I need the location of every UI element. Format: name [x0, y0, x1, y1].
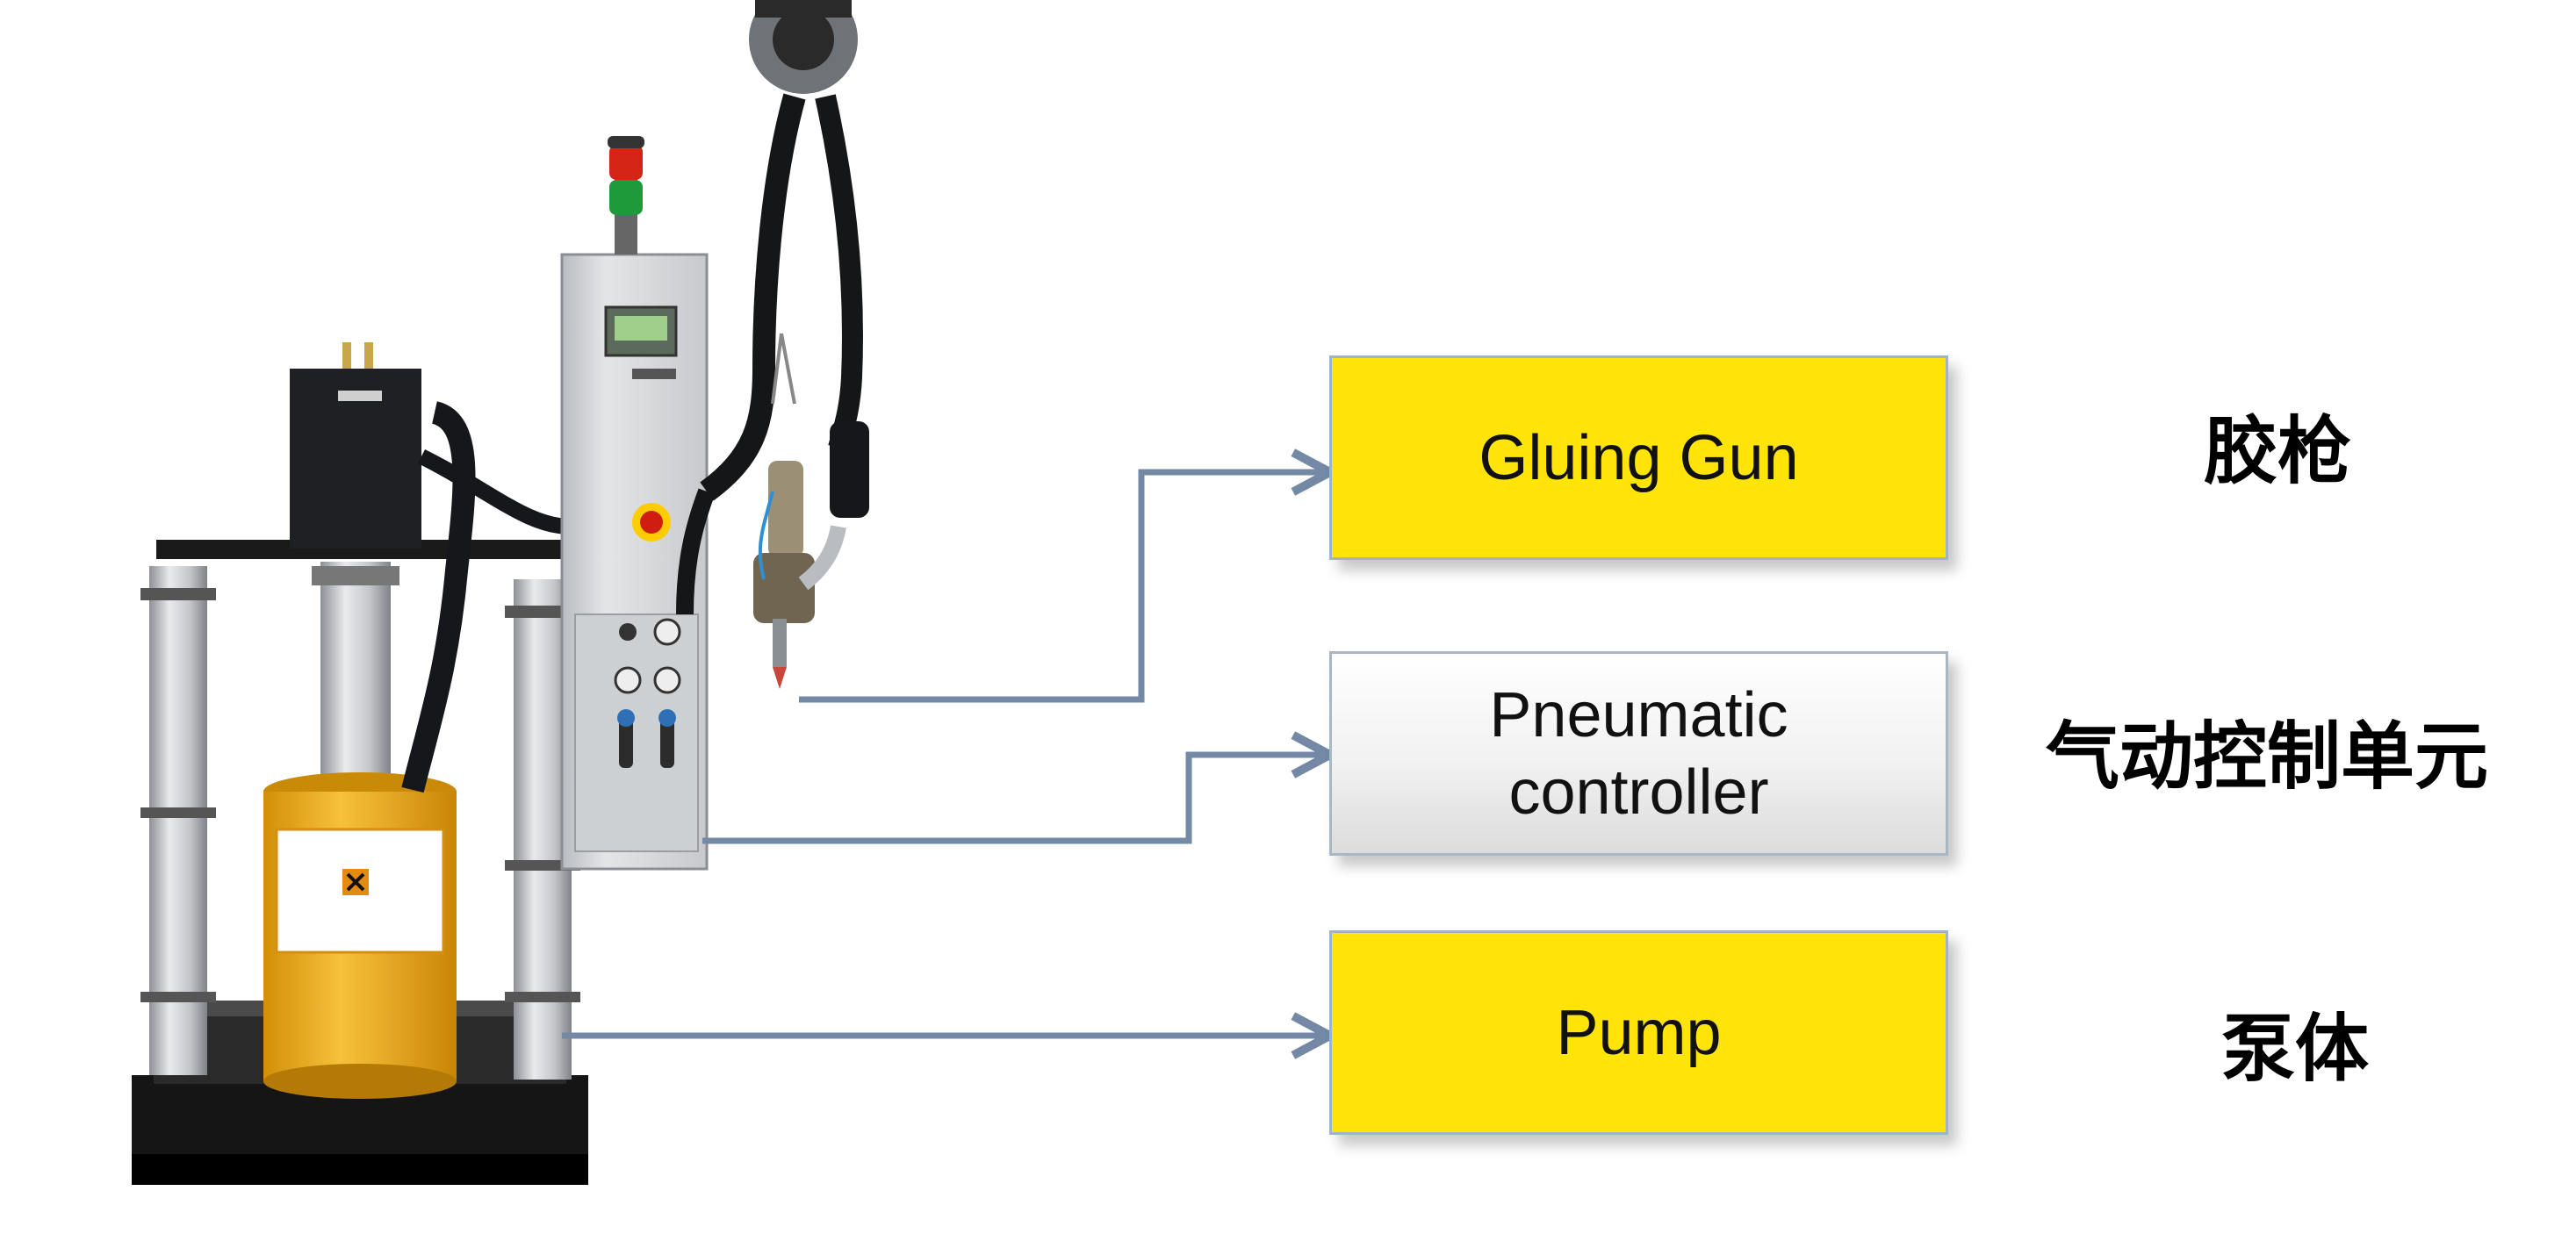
- pneumatic-controller-label-line2: controller: [1508, 757, 1769, 828]
- pump-label: Pump: [1556, 997, 1722, 1068]
- gluing-gun-box: Gluing Gun: [1329, 355, 1948, 560]
- pneumatic-controller-cn-label: 气动控制单元: [2046, 714, 2489, 800]
- pneumatic-controller-box: Pneumatic controller: [1329, 651, 1948, 856]
- gluing-gun-cn-label: 胶枪: [2204, 408, 2352, 494]
- gluing-gun-label: Gluing Gun: [1479, 422, 1799, 493]
- pump-cn-label: 泵体: [2221, 1006, 2370, 1092]
- pneumatic-controller-label-line1: Pneumatic: [1489, 679, 1788, 750]
- connector-gluing-gun: [799, 448, 1335, 703]
- pump-box: Pump: [1329, 930, 1948, 1135]
- connector-pneumatic-controller: [702, 731, 1335, 844]
